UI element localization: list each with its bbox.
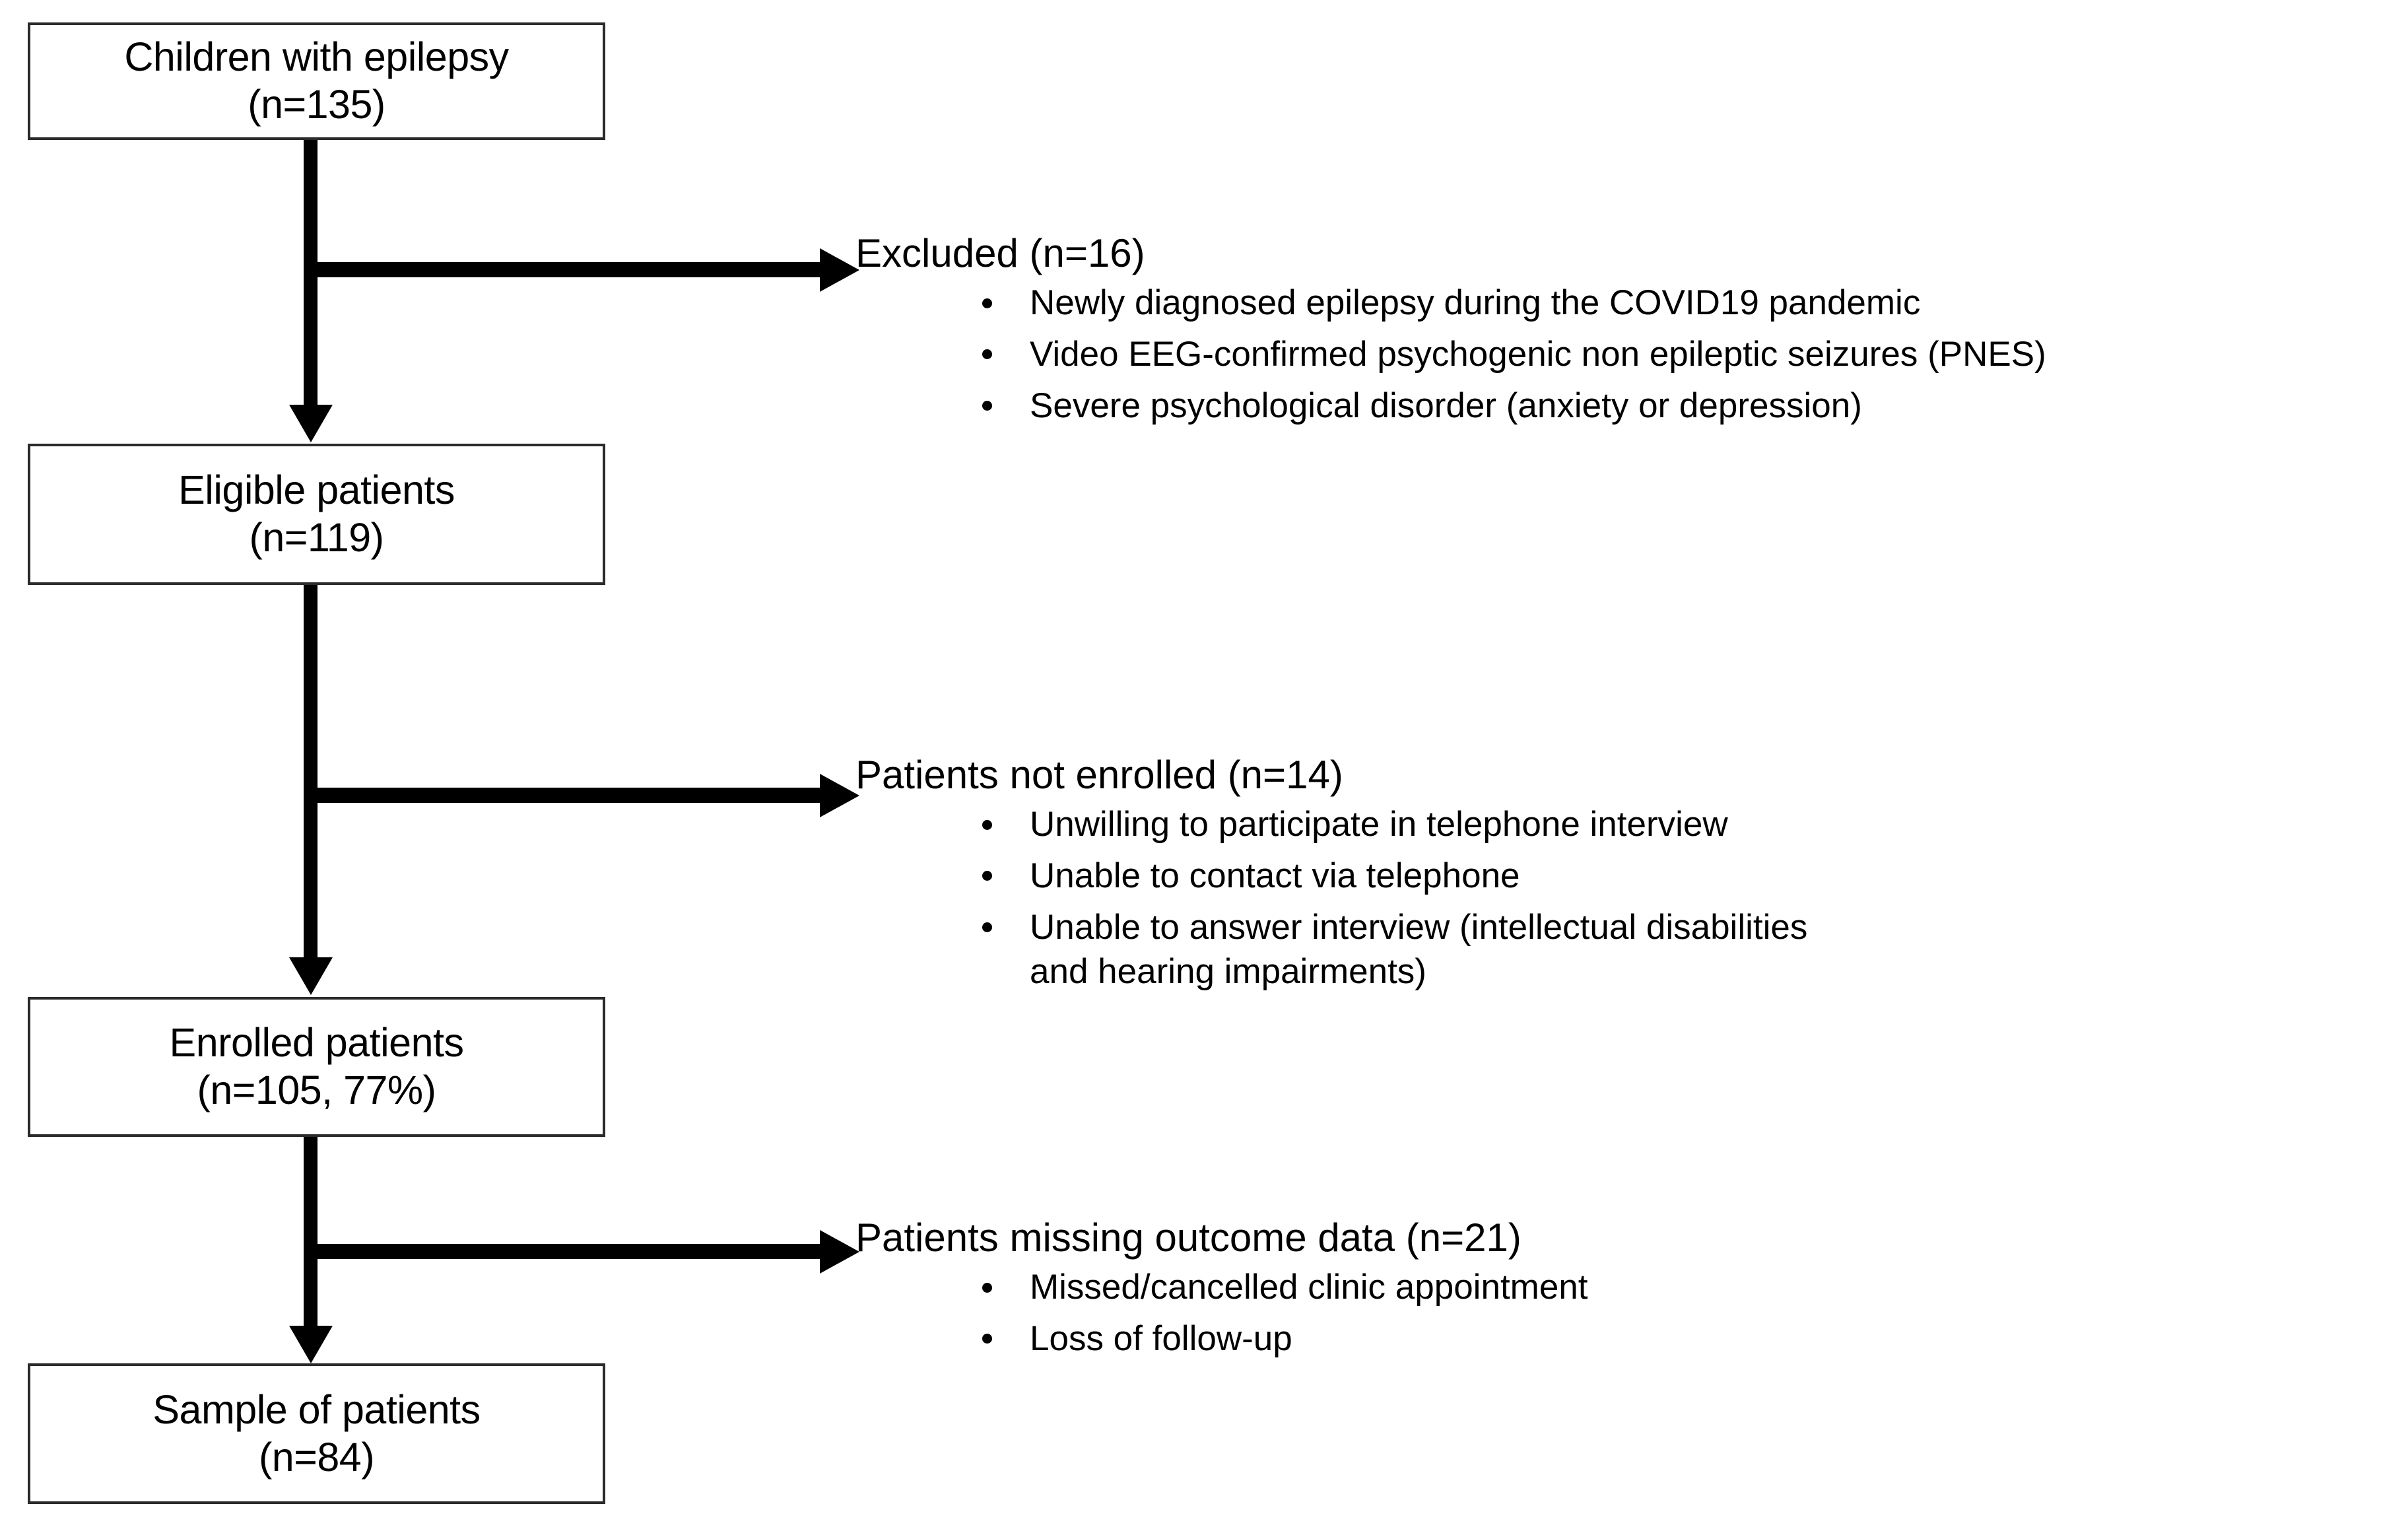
- list-item: Newly diagnosed epilepsy during the COVI…: [855, 281, 2397, 325]
- list-item-text: Severe psychological disorder (anxiety o…: [1030, 386, 1862, 425]
- list-item: Unwilling to participate in telephone in…: [855, 802, 2397, 847]
- connector-branch-1: [304, 262, 820, 277]
- box-line-count: (n=105, 77%): [197, 1068, 436, 1112]
- bullet-dot-icon: [982, 871, 992, 881]
- bullet-dot-icon: [982, 1334, 992, 1344]
- bullet-dot-icon: [982, 922, 992, 933]
- connector-branch-2: [304, 788, 820, 803]
- list-item: Missed/cancelled clinic appointment: [855, 1265, 2397, 1310]
- flow-box-eligible-patients: Eligible patients (n=119): [28, 444, 605, 585]
- side-list-excluded: Newly diagnosed epilepsy during the COVI…: [855, 281, 2397, 428]
- connector-trunk-3: [304, 1137, 318, 1327]
- bullet-dot-icon: [982, 819, 992, 830]
- list-item: Unable to contact via telephone: [855, 854, 2397, 899]
- list-item-text: Newly diagnosed epilepsy during the COVI…: [1030, 283, 1921, 322]
- box-line-count: (n=84): [258, 1434, 375, 1480]
- side-heading-excluded: Excluded (n=16): [855, 231, 1145, 275]
- arrowhead-down-1: [289, 405, 333, 442]
- arrowhead-right-2: [820, 774, 859, 817]
- box-line-primary: Sample of patients: [152, 1386, 481, 1432]
- flow-box-children-with-epilepsy: Children with epilepsy (n=135): [28, 22, 605, 140]
- side-heading-missing-outcome-data: Patients missing outcome data (n=21): [855, 1215, 1522, 1260]
- list-item: Loss of follow-up: [855, 1316, 2397, 1361]
- flow-box-sample-of-patients: Sample of patients (n=84): [28, 1363, 605, 1504]
- box-line-primary: Eligible patients: [178, 467, 455, 513]
- list-item-text: Unwilling to participate in telephone in…: [1030, 805, 1728, 844]
- list-item-text: Unable to answer interview (intellectual…: [1030, 907, 1808, 992]
- side-heading-not-enrolled: Patients not enrolled (n=14): [855, 753, 1343, 797]
- box-line-primary: Enrolled patients: [169, 1020, 464, 1066]
- arrowhead-right-3: [820, 1230, 859, 1274]
- side-block-excluded: Excluded (n=16) Newly diagnosed epilepsy…: [855, 232, 2397, 434]
- box-line-count: (n=135): [248, 82, 385, 127]
- box-line-primary: Children with epilepsy: [124, 34, 509, 80]
- list-item-text: Unable to contact via telephone: [1030, 856, 1520, 895]
- arrowhead-down-2: [289, 957, 333, 995]
- connector-branch-3: [304, 1244, 820, 1259]
- bullet-dot-icon: [982, 1282, 992, 1293]
- side-list-not-enrolled: Unwilling to participate in telephone in…: [855, 802, 2397, 994]
- bullet-dot-icon: [982, 298, 992, 308]
- list-item: Video EEG-confirmed psychogenic non epil…: [855, 332, 2397, 377]
- list-item-text: Video EEG-confirmed psychogenic non epil…: [1030, 334, 2046, 374]
- side-block-missing-outcome-data: Patients missing outcome data (n=21) Mis…: [855, 1217, 2397, 1368]
- box-line-count: (n=119): [249, 515, 384, 560]
- arrowhead-right-1: [820, 248, 859, 292]
- list-item: Unable to answer interview (intellectual…: [855, 905, 2397, 995]
- arrowhead-down-3: [289, 1326, 333, 1363]
- connector-trunk-2: [304, 585, 318, 959]
- bullet-dot-icon: [982, 401, 992, 411]
- list-item-text: Missed/cancelled clinic appointment: [1030, 1268, 1588, 1307]
- bullet-dot-icon: [982, 349, 992, 360]
- flow-box-enrolled-patients: Enrolled patients (n=105, 77%): [28, 997, 605, 1137]
- side-list-missing-outcome-data: Missed/cancelled clinic appointment Loss…: [855, 1265, 2397, 1361]
- side-block-not-enrolled: Patients not enrolled (n=14) Unwilling t…: [855, 754, 2397, 1001]
- list-item-text: Loss of follow-up: [1030, 1318, 1292, 1358]
- list-item: Severe psychological disorder (anxiety o…: [855, 384, 2397, 428]
